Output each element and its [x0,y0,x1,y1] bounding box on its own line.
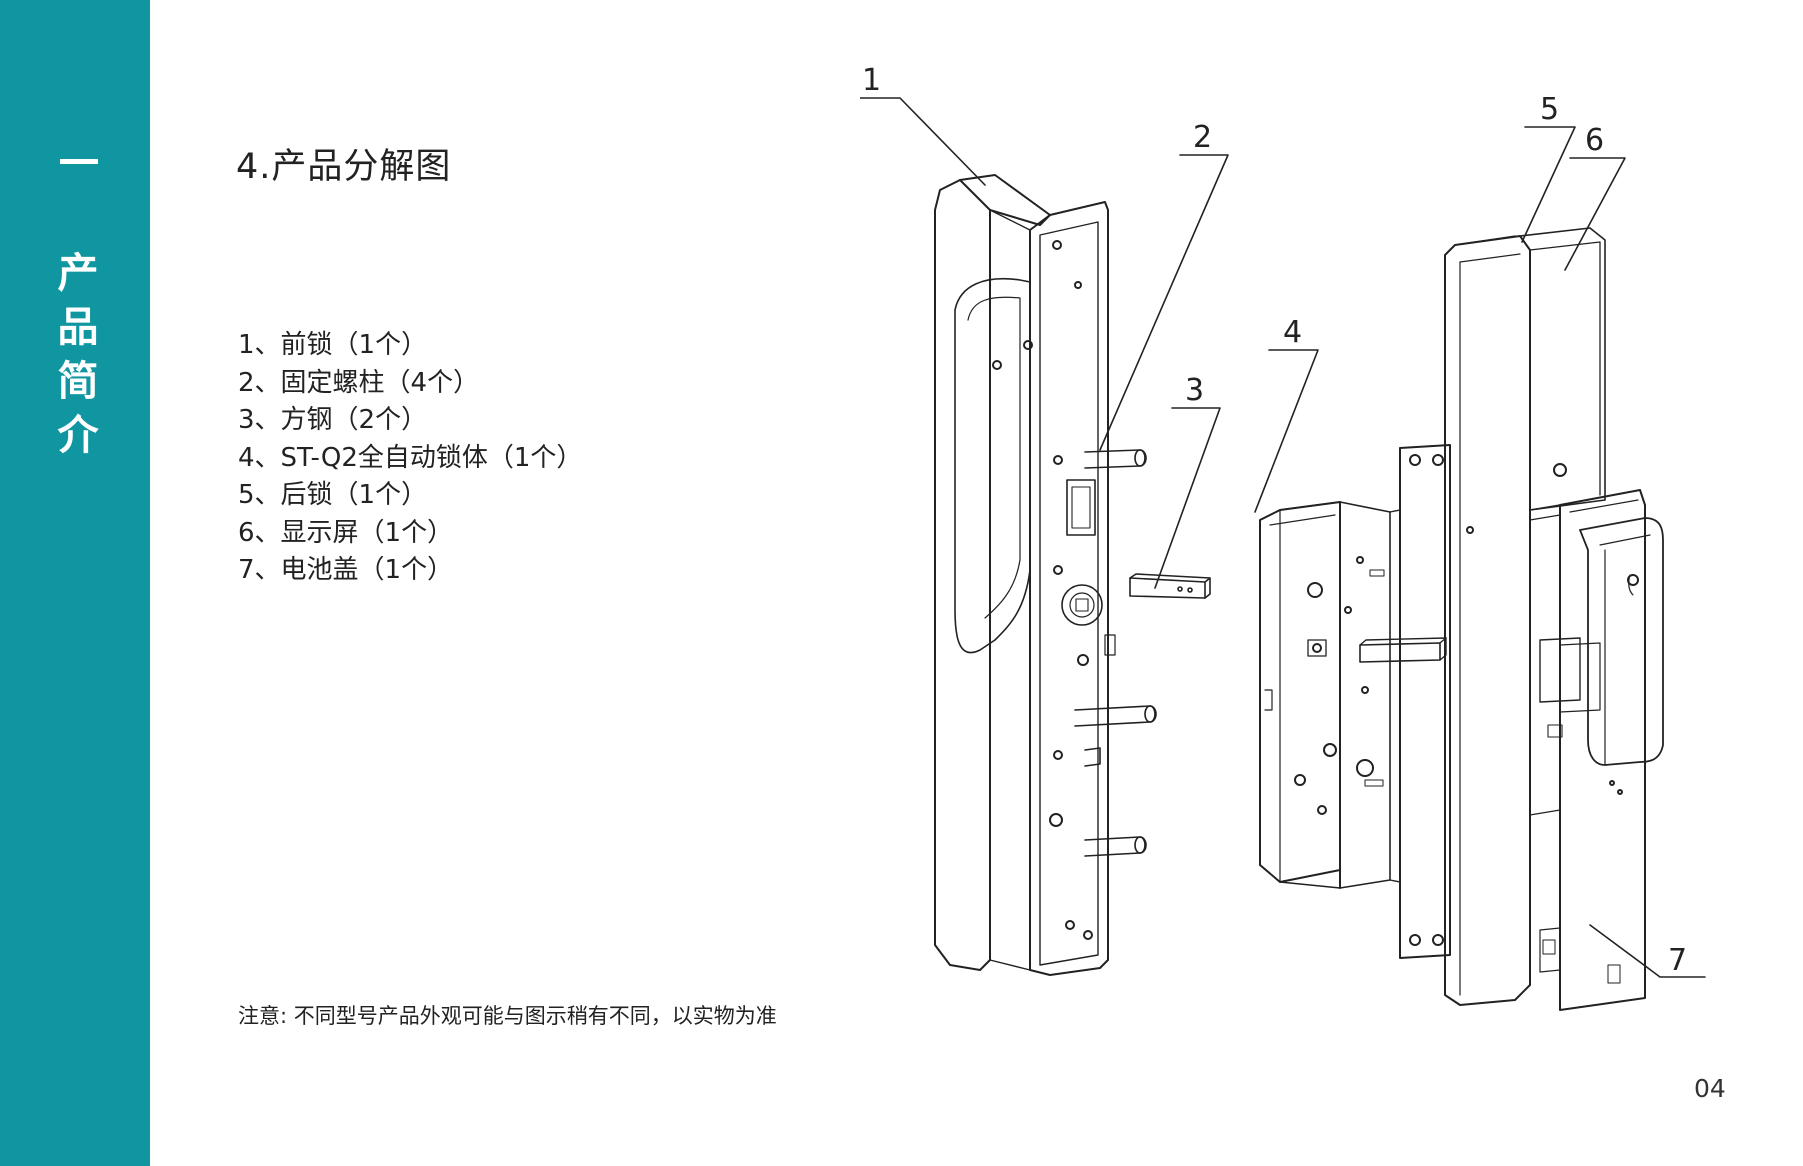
section-title-char: 品 [57,303,99,351]
list-item: 6、显示屏（1个） [238,517,454,548]
page-number: 04 [1694,1074,1726,1103]
section-number-dash: 一 [60,159,98,164]
section-title-vertical: 产 品 简 介 [52,246,104,462]
part-label: 2 [1193,120,1212,155]
part-label: 7 [1668,943,1687,978]
disclaimer-note: 注意: 不同型号产品外观可能与图示稍有不同，以实物为准 [238,1004,777,1028]
section-title-char: 介 [57,411,99,459]
part-label: 6 [1585,123,1604,158]
page-title: 4.产品分解图 [236,147,452,187]
parts-list: 1、前锁（1个） 2、固定螺柱（4个） 3、方钢（2个） 4、ST-Q2全自动锁… [238,327,582,590]
list-item: 3、方钢（2个） [238,405,428,435]
part-labels: 1 2 3 4 5 6 7 [862,63,1687,978]
section-sidebar: 一 产 品 简 介 [0,0,150,1166]
leader-lines [860,97,1706,978]
list-item: 4、ST-Q2全自动锁体（1个） [238,442,583,473]
list-item: 7、电池盖（1个） [238,555,454,585]
front-lock-drawing [934,174,1116,976]
square-steel-drawing [1129,573,1211,599]
part-label: 4 [1283,315,1302,350]
list-item: 1、前锁（1个） [238,330,428,360]
section-title-char: 产 [57,249,99,297]
section-title-char: 简 [57,357,99,405]
list-item: 2、固定螺柱（4个） [238,367,480,398]
exploded-view-diagram: 1 2 3 4 5 6 7 [860,63,1706,1011]
rear-lock-drawing [1444,227,1664,1011]
fixing-bolts-drawing [1074,449,1157,857]
part-label: 1 [862,63,881,98]
list-item: 5、后锁（1个） [238,480,428,510]
lock-body-drawing [1259,444,1451,959]
part-label: 5 [1540,92,1559,127]
part-label: 3 [1185,373,1204,408]
